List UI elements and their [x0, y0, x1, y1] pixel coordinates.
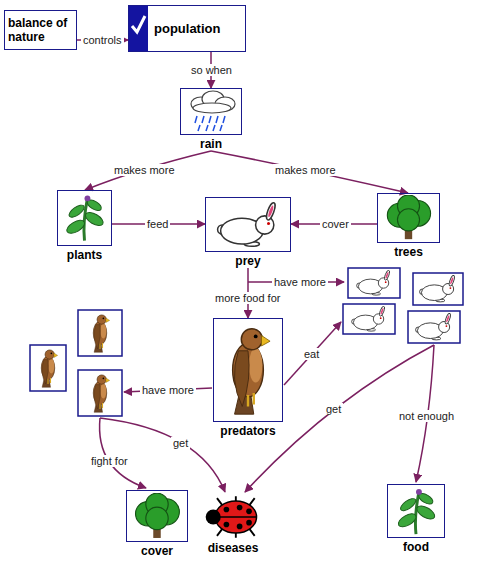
edge-label: makes more	[273, 164, 338, 176]
node-label: diseases	[208, 541, 259, 555]
line-label: get	[171, 437, 190, 449]
diseases-node: diseases	[198, 495, 268, 555]
box-outline	[126, 490, 188, 542]
line-label: have more	[272, 276, 328, 288]
edge-label: so when	[189, 64, 234, 76]
node-label: prey	[235, 254, 260, 268]
ladybug-icon	[206, 496, 257, 537]
predators-box: predators	[213, 318, 283, 438]
edge-label: cover	[320, 218, 351, 230]
node-label: trees	[394, 245, 423, 259]
node-label: predators	[220, 424, 275, 438]
node-label: food	[403, 540, 429, 554]
population-strip	[128, 5, 148, 52]
box-outline	[198, 495, 268, 539]
hawk-icon	[233, 329, 270, 414]
connector-arrow	[85, 151, 211, 190]
node-label: plants	[67, 248, 102, 262]
box-outline	[213, 318, 283, 422]
plant-icon	[65, 195, 105, 240]
plants-box: plants	[57, 190, 112, 262]
line-label: have more	[140, 384, 196, 396]
rain-box: rain	[180, 88, 242, 151]
line-label: get	[324, 403, 343, 415]
edge-label: makes more	[112, 164, 177, 176]
box-outline	[377, 193, 440, 243]
box-outline	[180, 88, 242, 135]
edge-label: feed	[145, 218, 170, 230]
box-outline	[205, 197, 291, 252]
box-outline	[387, 484, 445, 538]
node-label: balance of nature	[8, 16, 73, 44]
node-label: cover	[141, 544, 173, 558]
rabbit-icon	[218, 202, 277, 247]
node-label: population	[154, 22, 242, 36]
cover-tree-icon	[136, 493, 180, 538]
leader-lines	[100, 282, 434, 492]
cover-box: cover	[126, 490, 188, 558]
trees-box: trees	[377, 193, 440, 259]
food-plant-icon	[396, 489, 436, 534]
box-outline	[57, 190, 112, 246]
rain-cloud	[191, 91, 235, 131]
edge-label: controls	[81, 34, 124, 46]
food-box: food	[387, 484, 445, 554]
line-label: eat	[302, 348, 321, 360]
line-label: not enough	[397, 410, 456, 422]
more-hawks	[30, 310, 122, 416]
prey-box: prey	[205, 197, 291, 268]
connector-arrow	[211, 151, 408, 193]
node-label: rain	[200, 137, 222, 151]
line-label: fight for	[89, 455, 130, 467]
more-rabbits	[343, 268, 463, 343]
balance-box: balance of nature	[4, 10, 77, 50]
tree-icon	[387, 195, 430, 239]
population-box: population	[128, 5, 246, 52]
edge-label: more food for	[213, 292, 282, 304]
